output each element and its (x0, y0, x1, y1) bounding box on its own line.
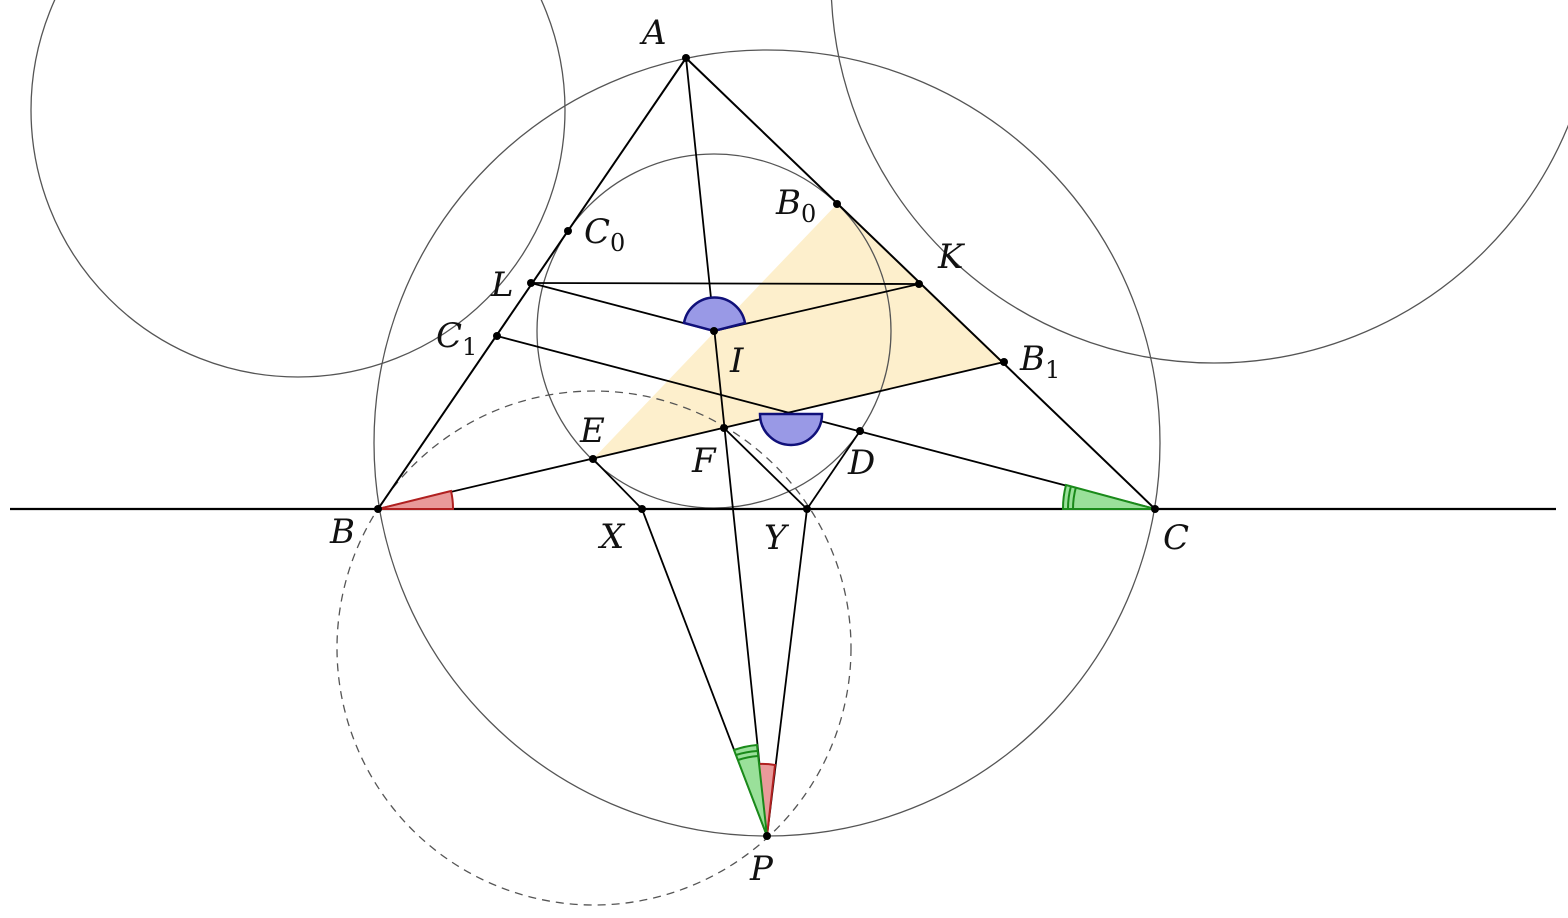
label-F: F (691, 441, 717, 481)
label-L: L (490, 265, 514, 305)
segment-AP (685, 57, 768, 837)
label-D: D (847, 443, 875, 483)
point-C (1151, 505, 1159, 513)
segment-LK (530, 282, 920, 285)
point-C0 (564, 227, 572, 235)
label-E: E (579, 411, 605, 451)
angle-tick-C-2 (1071, 486, 1077, 510)
point-E (589, 455, 597, 463)
point-L (527, 279, 535, 287)
angle-marker-at-I (682, 296, 747, 333)
angle-mark-C (1061, 483, 1156, 510)
point-X (638, 505, 646, 513)
segment-C1C (496, 335, 1156, 510)
angle-mark-B (377, 489, 455, 510)
point-I (710, 327, 718, 335)
label-Y: Y (764, 518, 790, 558)
segment-FY (723, 427, 808, 510)
angle-mark-P-green (732, 743, 768, 837)
label-X: X (597, 517, 626, 557)
point-B0 (833, 200, 841, 208)
angle-tick-P-2 (737, 755, 759, 761)
label-P: P (749, 849, 774, 889)
angle-marker-near-F (758, 412, 824, 447)
label-K: K (937, 237, 966, 277)
label-I: I (729, 341, 744, 381)
angle-tick-C (1066, 485, 1072, 510)
point-B1 (1000, 358, 1008, 366)
segment-YD (806, 430, 861, 510)
point-K (915, 280, 923, 288)
point-P (763, 832, 771, 840)
segment-EX (592, 458, 643, 510)
circumcircle (373, 49, 1161, 837)
point-C1 (493, 332, 501, 340)
point-A (682, 54, 690, 62)
label-C1: C1 (436, 316, 477, 361)
label-A: A (639, 13, 667, 53)
label-C: C (1163, 518, 1189, 558)
points (374, 54, 1159, 840)
dashed-circle (336, 390, 852, 906)
point-B (374, 505, 382, 513)
right-tangent-circle (830, 0, 1568, 364)
segment-IK (713, 283, 920, 332)
segment-BB1 (377, 361, 1005, 510)
label-B: B (329, 512, 355, 552)
left-tangent-circle (30, 0, 566, 378)
label-B0: B0 (775, 183, 816, 228)
point-F (720, 424, 728, 432)
label-C0: C0 (584, 212, 625, 257)
label-B1: B1 (1019, 339, 1060, 384)
angle-tick-P (735, 750, 758, 756)
point-D (856, 427, 864, 435)
point-Y (803, 505, 811, 513)
shaded-quadrilateral (593, 204, 1004, 459)
